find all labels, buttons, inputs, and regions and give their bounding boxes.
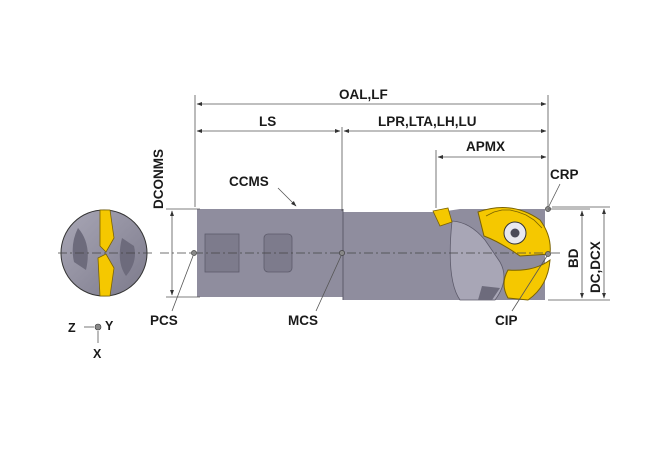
axis-indicator: Z Y X — [68, 319, 114, 361]
pcs-point — [191, 250, 197, 256]
side-view — [160, 206, 560, 301]
pocket-shadow — [478, 286, 500, 300]
insert-screw-center — [510, 228, 520, 238]
dconms-label: DCONMS — [151, 149, 166, 209]
end-view-insert-bottom — [97, 253, 115, 297]
callouts: CCMS CRP PCS MCS CIP — [150, 167, 579, 328]
cip-label: CIP — [495, 313, 518, 328]
apmx-label: APMX — [466, 139, 505, 154]
end-view-flute — [72, 228, 88, 270]
mcs-label: MCS — [288, 313, 318, 328]
ccms-label: CCMS — [229, 174, 269, 189]
dc-label: DC,DCX — [588, 241, 603, 293]
bd-label: BD — [566, 248, 581, 268]
insert-top-serration — [485, 209, 543, 229]
dimensions: OAL,LF LS LPR,LTA,LH,LU APMX DCONMS BD D… — [151, 87, 610, 301]
end-view-insert-top — [99, 209, 115, 253]
ls-label: LS — [259, 114, 276, 129]
axis-x-label: X — [93, 347, 102, 361]
insert-small — [432, 207, 453, 227]
oal-label: OAL,LF — [339, 87, 388, 102]
crp-label: CRP — [550, 167, 579, 182]
shank-flat — [204, 233, 240, 273]
axis-y-label: Y — [105, 319, 114, 333]
end-view-flute — [119, 238, 135, 276]
pcs-label: PCS — [150, 313, 178, 328]
axis-origin — [94, 323, 102, 331]
end-view — [58, 209, 152, 297]
mcs-point — [339, 250, 345, 256]
axis-z-label: Z — [68, 321, 76, 335]
lpr-label: LPR,LTA,LH,LU — [378, 114, 476, 129]
chip-pocket — [449, 220, 505, 301]
cip-point — [545, 251, 551, 257]
